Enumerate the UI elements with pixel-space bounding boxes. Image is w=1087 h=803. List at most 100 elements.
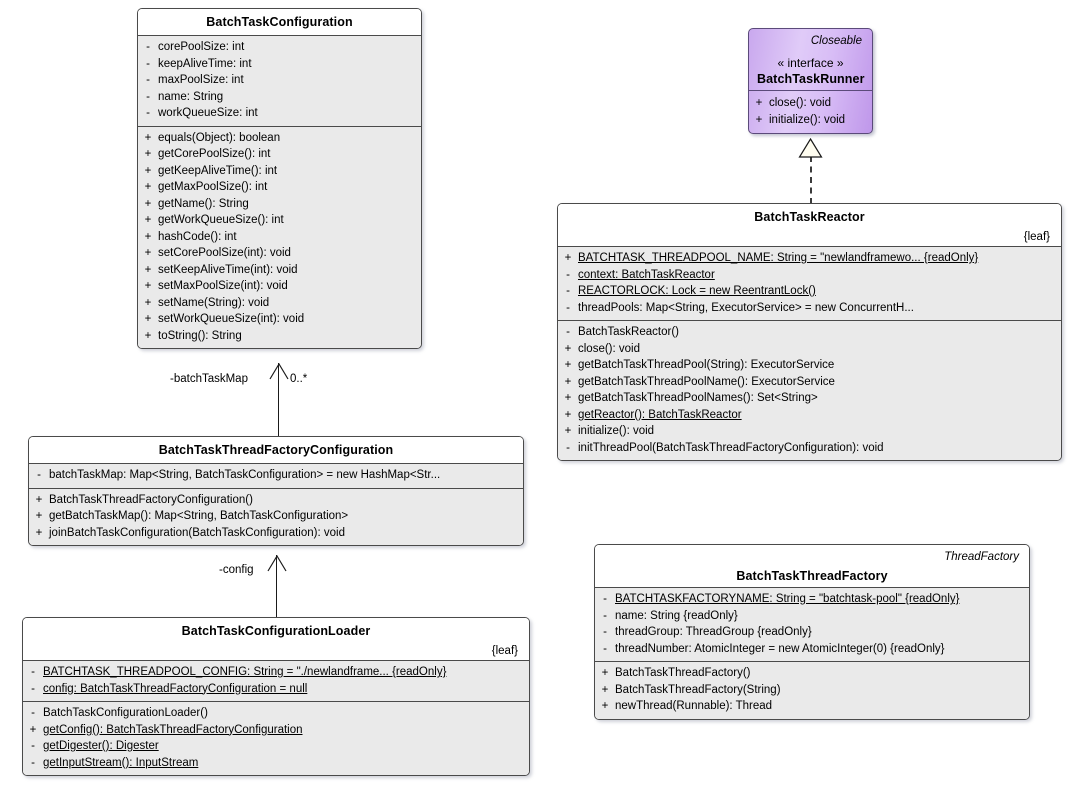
member-signature: setKeepAliveTime(int): void bbox=[158, 263, 298, 276]
member-visibility: + bbox=[144, 230, 152, 243]
class-member: +initialize(): void bbox=[749, 112, 872, 129]
member-visibility: + bbox=[144, 263, 152, 276]
class-member: +setName(String): void bbox=[138, 295, 421, 312]
member-signature: BATCHTASK_THREADPOOL_CONFIG: String = ".… bbox=[43, 666, 447, 678]
member-signature: getReactor(): BatchTaskReactor bbox=[578, 408, 742, 421]
member-visibility: - bbox=[146, 74, 150, 86]
class-member: -BatchTaskReactor() bbox=[558, 324, 1061, 341]
class-member: + setCorePoolSize(int): void bbox=[138, 245, 421, 262]
member-signature: BatchTaskThreadFactoryConfiguration() bbox=[49, 493, 253, 506]
member-signature: BatchTaskThreadFactory(String) bbox=[615, 683, 781, 696]
member-signature: setCorePoolSize(int): void bbox=[158, 247, 291, 259]
member-visibility: - bbox=[31, 666, 35, 678]
compartment-divider bbox=[558, 246, 1061, 247]
member-visibility: - bbox=[146, 41, 150, 53]
class-member: + getBatchTaskThreadPool(String): Executo… bbox=[558, 357, 1061, 374]
edge-batch-task-map-role: -batchTaskMap bbox=[170, 373, 248, 385]
member-visibility: + bbox=[564, 408, 572, 421]
class-member: +close(): void bbox=[558, 341, 1061, 358]
edge-batch-task-map-arrowhead bbox=[269, 362, 289, 380]
member-visibility: + bbox=[144, 296, 152, 309]
class-member: -workQueueSize: int bbox=[138, 105, 421, 122]
member-signature: getBatchTaskThreadPoolName(): ExecutorSe… bbox=[578, 375, 835, 388]
member-visibility: - bbox=[31, 740, 35, 752]
member-signature: getConfig(): BatchTaskThreadFactoryConfi… bbox=[43, 723, 303, 736]
compartment-divider bbox=[29, 487, 523, 489]
edge-config-arrowhead bbox=[267, 554, 287, 572]
member-signature: setWorkQueueSize(int): void bbox=[158, 313, 305, 325]
class-batch-task-thread-factory-configuration[interactable]: BatchTaskThreadFactoryConfiguration -bat… bbox=[28, 436, 524, 546]
class-member: + getMaxPoolSize(): int bbox=[138, 179, 421, 196]
member-signature: setMaxPoolSize(int): void bbox=[158, 280, 288, 292]
member-signature: newThread(Runnable): Thread bbox=[615, 700, 773, 712]
member-signature: BatchTaskConfigurationLoader() bbox=[43, 707, 208, 719]
class-member: +getCorePoolSize(): int bbox=[138, 146, 421, 163]
edge-config-line bbox=[276, 555, 277, 617]
member-visibility: + bbox=[144, 181, 152, 193]
member-visibility: + bbox=[601, 683, 609, 696]
member-signature: batchTaskMap: Map<String, BatchTaskConfi… bbox=[49, 469, 441, 481]
class-member: + hashCode(): int bbox=[138, 229, 421, 246]
class-member: +equals(Object): boolean bbox=[138, 130, 421, 147]
member-visibility: + bbox=[564, 425, 572, 437]
class-title: BatchTaskConfigurationLoader bbox=[181, 624, 371, 638]
class-member: -BatchTaskConfigurationLoader() bbox=[23, 705, 529, 722]
class-member: -BATCHTASK_THREADPOOL_CONFIG: String = "… bbox=[23, 664, 529, 681]
class-header: BatchTaskConfiguration bbox=[138, 9, 421, 35]
member-signature: getWorkQueueSize(): int bbox=[158, 214, 284, 226]
class-leaf-marker: {leaf} bbox=[1023, 231, 1050, 243]
member-signature: initialize(): void bbox=[578, 425, 655, 437]
attributes-compartment: -corePoolSize: int-keepAliveTime: int-ma… bbox=[138, 36, 421, 126]
member-visibility: + bbox=[35, 526, 43, 539]
class-batch-task-thread-factory[interactable]: ThreadFactory BatchTaskThreadFactory -BA… bbox=[594, 544, 1030, 720]
class-corner-label: ThreadFactory bbox=[944, 551, 1019, 563]
class-member: + setKeepAliveTime(int): void bbox=[138, 262, 421, 279]
class-member: +getBatchTaskMap(): Map<String, BatchTas… bbox=[29, 508, 523, 525]
class-member: +getName(): String bbox=[138, 196, 421, 213]
edge-batch-task-map-multiplicity: 0..* bbox=[290, 373, 308, 385]
class-title: BatchTaskRunner bbox=[757, 72, 865, 86]
member-visibility: - bbox=[566, 285, 570, 297]
class-header: BatchTaskReactor {leaf} bbox=[558, 204, 1061, 246]
member-signature: hashCode(): int bbox=[158, 230, 237, 243]
class-member: +toString(): String bbox=[138, 328, 421, 345]
class-header: Closeable « interface » BatchTaskRunner bbox=[749, 29, 872, 90]
member-visibility: + bbox=[35, 510, 43, 522]
compartment-divider bbox=[23, 701, 529, 702]
member-visibility: - bbox=[31, 682, 35, 695]
class-header: ThreadFactory BatchTaskThreadFactory bbox=[595, 545, 1029, 587]
operations-compartment: +close(): void+initialize(): void bbox=[749, 91, 872, 133]
member-signature: close(): void bbox=[769, 97, 831, 109]
class-member: + getBatchTaskThreadPoolName(): ExecutorS… bbox=[558, 374, 1061, 391]
member-signature: toString(): String bbox=[158, 329, 242, 342]
class-member: + BatchTaskThreadFactory(String) bbox=[595, 682, 1029, 699]
class-member: +setMaxPoolSize(int): void bbox=[138, 278, 421, 295]
member-signature: threadGroup: ThreadGroup {readOnly} bbox=[615, 626, 812, 638]
member-visibility: + bbox=[564, 375, 572, 388]
class-member: +BatchTaskThreadFactoryConfiguration() bbox=[29, 492, 523, 509]
member-visibility: + bbox=[144, 247, 152, 259]
edge-config-role: -config bbox=[219, 564, 254, 576]
member-signature: joinBatchTaskConfiguration(BatchTaskConf… bbox=[49, 526, 345, 539]
member-visibility: - bbox=[37, 469, 41, 481]
member-visibility: - bbox=[603, 642, 607, 655]
member-visibility: + bbox=[144, 214, 152, 226]
member-signature: getMaxPoolSize(): int bbox=[158, 181, 268, 193]
member-signature: keepAliveTime: int bbox=[158, 57, 252, 70]
class-member: -config: BatchTaskThreadFactoryConfigura… bbox=[23, 681, 529, 698]
class-member: -initThreadPool(BatchTaskThreadFactoryCo… bbox=[558, 440, 1061, 457]
member-visibility: - bbox=[566, 301, 570, 314]
class-batch-task-configuration[interactable]: BatchTaskConfiguration -corePoolSize: in… bbox=[137, 8, 422, 349]
member-signature: maxPoolSize: int bbox=[158, 74, 244, 86]
class-member: -getInputStream(): InputStream bbox=[23, 755, 529, 772]
member-signature: config: BatchTaskThreadFactoryConfigurat… bbox=[43, 682, 308, 695]
class-batch-task-runner[interactable]: Closeable « interface » BatchTaskRunner … bbox=[748, 28, 873, 134]
class-batch-task-configuration-loader[interactable]: BatchTaskConfigurationLoader {leaf} -BAT… bbox=[22, 617, 530, 776]
class-corner-label: Closeable bbox=[810, 35, 862, 47]
member-visibility: - bbox=[31, 756, 35, 769]
class-batch-task-reactor[interactable]: BatchTaskReactor {leaf} +BATCHTASK_THREA… bbox=[557, 203, 1062, 461]
class-title: BatchTaskReactor bbox=[754, 210, 865, 224]
member-visibility: + bbox=[564, 359, 572, 371]
edge-realization-line bbox=[810, 156, 812, 204]
member-signature: getBatchTaskThreadPool(String): Executor… bbox=[578, 359, 835, 371]
